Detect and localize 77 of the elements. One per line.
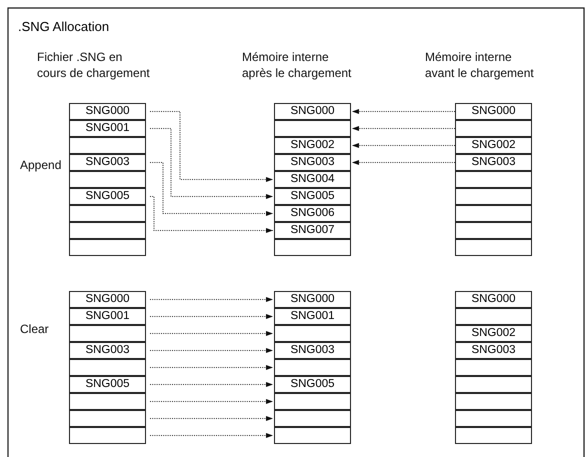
diagram-title: .SNG Allocation <box>18 19 110 34</box>
memory-slot: SNG001 <box>69 308 146 325</box>
memory-slot: SNG000 <box>274 103 351 120</box>
memory-slot: SNG004 <box>274 171 351 188</box>
empty-memory-slot <box>69 239 146 256</box>
empty-memory-slot <box>69 359 146 376</box>
arrow <box>150 433 274 438</box>
empty-memory-slot <box>69 325 146 342</box>
arrow <box>352 109 456 114</box>
memory-slot: SNG007 <box>274 222 351 239</box>
empty-memory-slot <box>69 137 146 154</box>
arrow <box>150 111 274 182</box>
memory-slot: SNG002 <box>455 325 532 342</box>
memory-slot: SNG002 <box>274 137 351 154</box>
arrow <box>352 143 456 148</box>
memory-slot: SNG001 <box>69 120 146 137</box>
memory-slot: SNG001 <box>274 308 351 325</box>
empty-memory-slot <box>69 427 146 444</box>
memory-slot: SNG000 <box>69 291 146 308</box>
empty-memory-slot <box>274 120 351 137</box>
memory-slot: SNG003 <box>455 154 532 171</box>
empty-memory-slot <box>455 188 532 205</box>
empty-memory-slot <box>455 359 532 376</box>
memory-slot: SNG000 <box>69 103 146 120</box>
arrow <box>150 348 274 353</box>
empty-memory-slot <box>455 427 532 444</box>
memory-slot: SNG000 <box>455 103 532 120</box>
arrow <box>150 416 274 421</box>
empty-memory-slot <box>274 393 351 410</box>
empty-memory-slot <box>69 393 146 410</box>
row-label: Clear <box>20 321 50 337</box>
empty-memory-slot <box>455 308 532 325</box>
empty-memory-slot <box>69 171 146 188</box>
empty-memory-slot <box>455 120 532 137</box>
memory-slot: SNG003 <box>274 154 351 171</box>
arrow <box>150 382 274 387</box>
empty-memory-slot <box>274 239 351 256</box>
arrow <box>352 160 456 165</box>
arrow <box>150 399 274 404</box>
memory-slot: SNG005 <box>69 376 146 393</box>
memory-slot: SNG000 <box>455 291 532 308</box>
empty-memory-slot <box>455 171 532 188</box>
memory-slot: SNG003 <box>69 154 146 171</box>
arrow <box>150 331 274 336</box>
empty-memory-slot <box>455 410 532 427</box>
empty-memory-slot <box>455 205 532 222</box>
arrow <box>150 162 274 216</box>
arrow <box>150 128 274 199</box>
empty-memory-slot <box>274 410 351 427</box>
arrow <box>150 365 274 370</box>
empty-memory-slot <box>69 222 146 239</box>
memory-slot: SNG002 <box>455 137 532 154</box>
empty-memory-slot <box>455 393 532 410</box>
arrow <box>352 126 456 131</box>
column-heading: Fichier .SNG en cours de chargement <box>37 49 151 81</box>
arrow <box>150 196 274 233</box>
memory-slot: SNG005 <box>69 188 146 205</box>
column-heading: Mémoire interne après le chargement <box>242 49 352 81</box>
memory-slot: SNG000 <box>274 291 351 308</box>
arrow <box>150 297 274 302</box>
empty-memory-slot <box>274 325 351 342</box>
empty-memory-slot <box>274 359 351 376</box>
column-heading: Mémoire interne avant le chargement <box>425 49 535 81</box>
empty-memory-slot <box>274 427 351 444</box>
memory-slot: SNG005 <box>274 376 351 393</box>
memory-slot: SNG005 <box>274 188 351 205</box>
arrow <box>150 314 274 319</box>
memory-slot: SNG003 <box>274 342 351 359</box>
memory-slot: SNG003 <box>455 342 532 359</box>
empty-memory-slot <box>455 222 532 239</box>
memory-slot: SNG003 <box>69 342 146 359</box>
row-label: Append <box>20 157 62 173</box>
empty-memory-slot <box>69 205 146 222</box>
memory-slot: SNG006 <box>274 205 351 222</box>
empty-memory-slot <box>455 239 532 256</box>
empty-memory-slot <box>69 410 146 427</box>
empty-memory-slot <box>455 376 532 393</box>
